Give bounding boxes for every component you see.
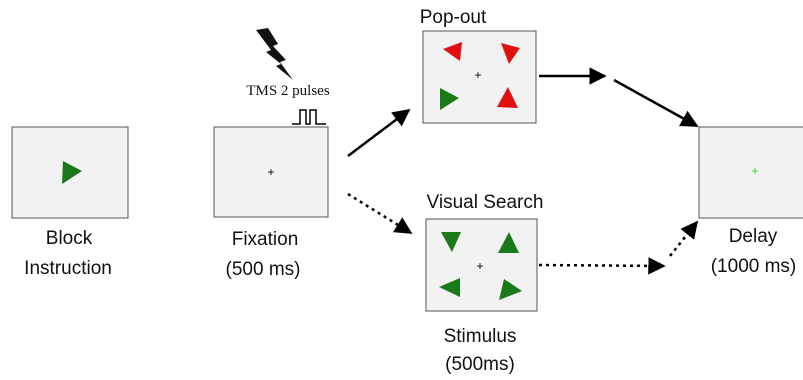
green-triangle-left-icon <box>439 278 460 297</box>
fixation-screen: + <box>213 126 329 218</box>
tms-pulse-waveform <box>292 109 326 125</box>
delay-screen: + <box>698 126 803 219</box>
block-instruction-screen <box>11 126 129 219</box>
fixation-label: Fixation <box>210 228 320 252</box>
green-triangle-down-right-icon <box>499 279 522 300</box>
arrow-search-to-delay <box>669 220 699 257</box>
lightning-bolt-icon <box>256 28 293 80</box>
arrow-fixation-to-popout <box>347 108 411 157</box>
visual-search-title: Visual Search <box>426 192 544 213</box>
green-triangle-up-icon <box>498 232 519 253</box>
delay-label: Delay <box>718 225 788 249</box>
popout-screen: + <box>422 30 537 124</box>
fixation-label-line1: Fixation <box>231 229 299 250</box>
instruction-label: Instruction <box>10 257 126 281</box>
stimulus-label-line2: (500ms) <box>445 354 515 375</box>
fixation-label-line2: (500 ms) <box>225 259 301 280</box>
arrow-fixation-to-search <box>347 192 413 235</box>
delay-label-line1: Delay <box>728 226 778 247</box>
block-label-line2: Instruction <box>24 258 112 279</box>
delay-duration: (1000 ms) <box>704 255 803 279</box>
arrow-search-right <box>538 257 666 275</box>
block-label: Block <box>14 227 124 251</box>
fixation-duration: (500 ms) <box>208 258 318 282</box>
fixation-cross: + <box>267 165 274 179</box>
visual-search-screen: + <box>425 218 538 312</box>
red-triangle-down-right-icon <box>501 43 520 64</box>
stimulus-duration: (500ms) <box>430 353 530 377</box>
green-triangle-icon <box>440 88 459 110</box>
block-label-line1: Block <box>45 228 93 249</box>
green-triangle-down-icon <box>441 232 461 252</box>
stimulus-label-line1: Stimulus <box>443 326 517 347</box>
search-fixation-cross: + <box>476 259 483 273</box>
popout-fixation-cross: + <box>474 68 481 82</box>
delay-fixation-cross: + <box>751 164 758 178</box>
delay-label-line2: (1000 ms) <box>710 256 797 277</box>
green-triangle-right-icon <box>62 161 82 184</box>
red-triangle-left-icon <box>443 42 462 61</box>
tms-label: TMS 2 pulses <box>246 83 330 99</box>
popout-title: Pop-out <box>419 7 487 28</box>
red-triangle-up-icon <box>497 87 518 108</box>
stimulus-label: Stimulus <box>430 325 530 349</box>
arrow-popout-to-delay <box>613 78 699 128</box>
